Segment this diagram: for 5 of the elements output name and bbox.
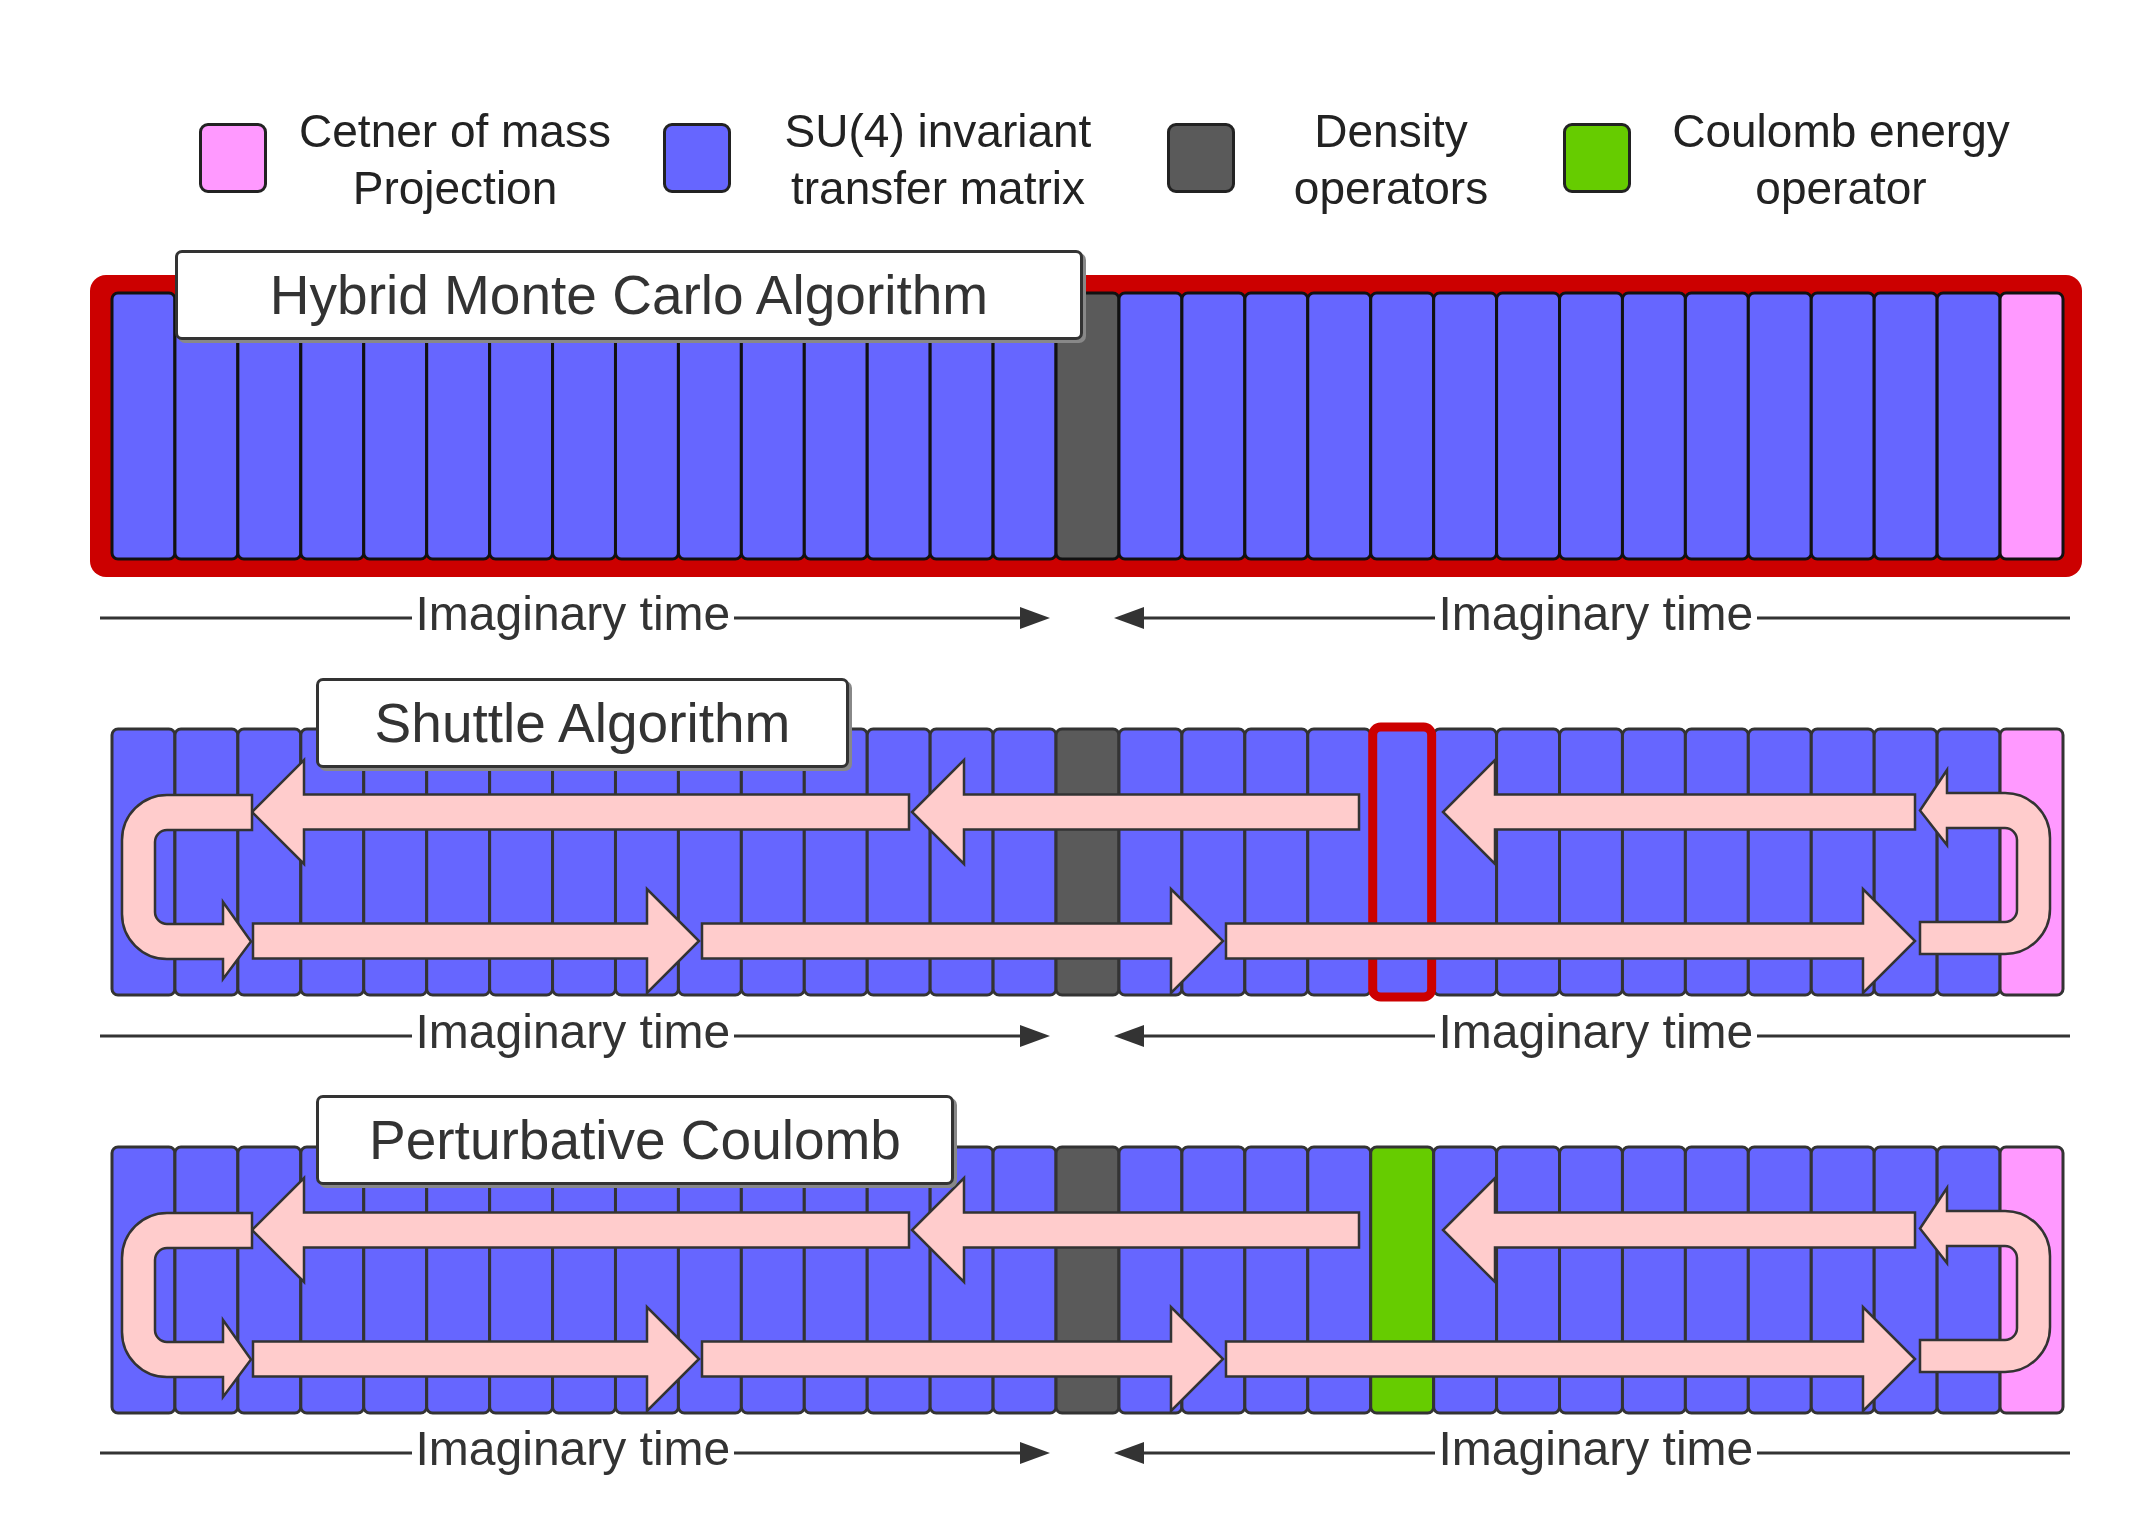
legend-label: Coulomb energy operator <box>1671 104 2011 216</box>
legend-label: Cetner of mass Projection <box>298 104 612 216</box>
legend-label: SU(4) invariant transfer matrix <box>783 104 1093 216</box>
panel-title: Hybrid Monte Carlo Algorithm <box>175 250 1083 340</box>
legend-label: Density operators <box>1292 104 1490 216</box>
